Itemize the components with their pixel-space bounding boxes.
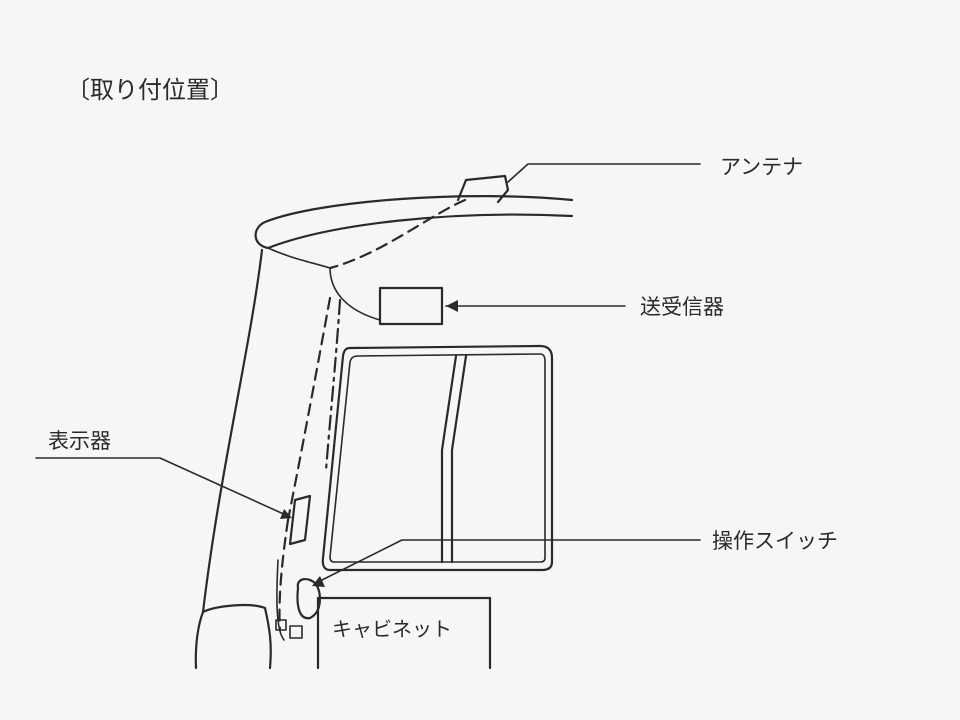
- pillar-cable-dashed: [286, 296, 332, 522]
- transceiver-cable: [329, 267, 381, 321]
- lower-body-line: [276, 559, 285, 641]
- lower-cable: [278, 518, 290, 632]
- window-frame-inner: [329, 353, 546, 563]
- pillar-cable-dashdot: [324, 298, 342, 472]
- display-unit: [288, 494, 312, 546]
- window-divider-right: [450, 354, 468, 564]
- lower-connector: [275, 619, 287, 631]
- window-divider-left: [440, 354, 458, 564]
- pillar-inner-line: [267, 247, 331, 269]
- cabinet-box: [316, 596, 492, 670]
- transceiver-label: 送受信器: [640, 295, 724, 319]
- window-frame-outer: [321, 344, 554, 572]
- switch-label: 操作スイッチ: [712, 529, 838, 553]
- front-lower-body: [201, 603, 272, 670]
- display-leader: [35, 457, 289, 517]
- switch-connector: [289, 625, 303, 639]
- display-label: 表示器: [48, 429, 111, 453]
- diagram-title: 〔取り付位置〕: [66, 76, 234, 104]
- antenna-shape: [456, 174, 510, 204]
- front-bumper-edge: [194, 610, 205, 670]
- transceiver-box: [378, 286, 444, 326]
- display-arrow: [280, 509, 292, 519]
- roof-outline: [254, 195, 574, 250]
- cabinet-label: キャビネット: [332, 617, 452, 641]
- transceiver-arrow: [446, 300, 458, 312]
- antenna-label: アンテナ: [720, 155, 803, 179]
- front-pillar: [201, 248, 264, 614]
- antenna-cable: [328, 198, 467, 270]
- switch-leader: [317, 539, 701, 583]
- switch-unit: [296, 578, 322, 620]
- antenna-leader: [507, 163, 701, 183]
- switch-arrow: [312, 576, 325, 587]
